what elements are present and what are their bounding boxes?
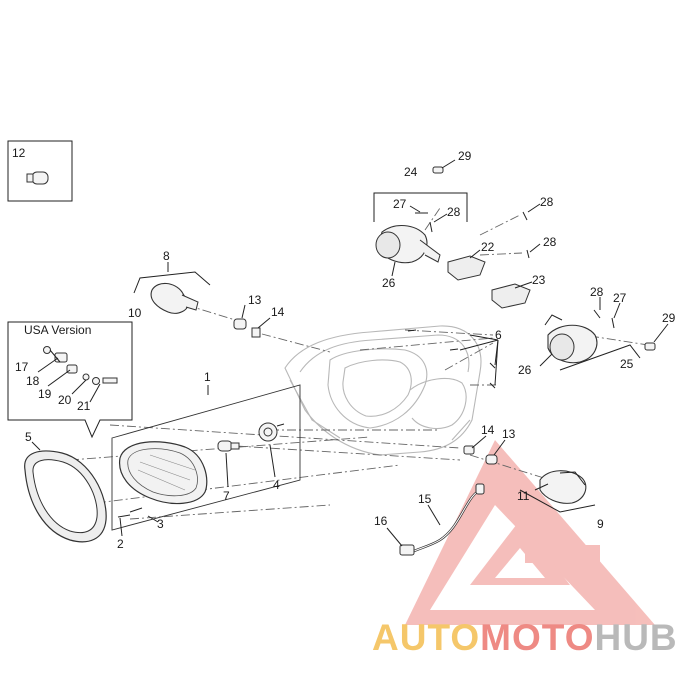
- leader-lines: [31, 159, 669, 547]
- rear-lamp-right: [544, 314, 598, 364]
- watermark-logo: [405, 440, 655, 625]
- callout-18: 18: [26, 374, 40, 388]
- screws-28-right: [522, 211, 615, 329]
- callout-3: 3: [157, 517, 164, 531]
- callout-14-right: 14: [481, 423, 495, 437]
- callout-4: 4: [273, 478, 280, 492]
- watermark-auto: AUTO: [372, 617, 480, 658]
- bulb-socket-4: [258, 422, 285, 442]
- callout-26-top: 26: [382, 276, 396, 290]
- usa-version-box: [7, 321, 133, 439]
- usa-version-label: USA Version: [24, 323, 91, 337]
- bracket-25: [559, 344, 641, 371]
- watermark-text: AUTOMOTOHUB: [372, 617, 678, 658]
- callout-27-right: 27: [613, 291, 627, 305]
- callout-16: 16: [374, 514, 388, 528]
- left-turn-signal: [150, 282, 199, 314]
- callout-1: 1: [204, 370, 211, 384]
- callout-19: 19: [38, 387, 52, 401]
- usa-reflector-parts: [43, 346, 118, 385]
- callout-7: 7: [223, 489, 230, 503]
- callout-28-right-b: 28: [543, 235, 557, 249]
- watermark-hub: HUB: [594, 617, 677, 658]
- callout-5: 5: [25, 430, 32, 444]
- callout-14-left: 14: [271, 305, 285, 319]
- bulb-icon: [26, 171, 49, 185]
- right-turn-signal: [539, 470, 587, 504]
- screw-2-3: [117, 507, 143, 518]
- callout-29-right: 29: [662, 311, 676, 325]
- callout-numbers: 12 8 10 13 14 USA Version 17 18 19 20 21…: [12, 146, 676, 551]
- callout-23: 23: [532, 273, 546, 287]
- connector-23: [491, 283, 531, 309]
- callout-27-top: 27: [393, 197, 407, 211]
- screw-27-28-top: [415, 166, 444, 233]
- callout-22: 22: [481, 240, 495, 254]
- callout-13-right: 13: [502, 427, 516, 441]
- assembly-lines: [69, 207, 649, 520]
- headlight-assembly: [111, 384, 301, 531]
- callout-17: 17: [15, 360, 29, 374]
- grommet-13-14-left: [233, 318, 261, 338]
- callout-28-top: 28: [447, 205, 461, 219]
- wiring-harness: [399, 483, 485, 556]
- callout-13-left: 13: [248, 293, 262, 307]
- callout-2: 2: [117, 537, 124, 551]
- callout-15: 15: [418, 492, 432, 506]
- bracket-24: [373, 192, 468, 222]
- callout-10: 10: [128, 306, 142, 320]
- watermark-moto: MOTO: [480, 617, 594, 658]
- callout-8: 8: [163, 249, 170, 263]
- bulb-7: [217, 440, 240, 452]
- callout-28-right-c: 28: [590, 285, 604, 299]
- callout-12: 12: [12, 146, 26, 160]
- callout-11: 11: [517, 489, 530, 503]
- callout-20: 20: [58, 393, 72, 407]
- screws-6: [407, 329, 496, 389]
- bracket-8: [133, 271, 211, 294]
- rear-lamp-left: [375, 225, 441, 264]
- callout-6: 6: [495, 328, 502, 342]
- connector-22: [447, 255, 486, 281]
- callout-26-right: 26: [518, 363, 532, 377]
- callout-24: 24: [404, 165, 418, 179]
- headlight-trim-ring: [24, 450, 107, 543]
- bulb-kit-box: [7, 140, 73, 202]
- callout-25: 25: [620, 357, 634, 371]
- callout-9: 9: [597, 517, 604, 531]
- callout-28-right-a: 28: [540, 195, 554, 209]
- bulb-29-right: [644, 342, 656, 351]
- callout-29-top: 29: [458, 149, 472, 163]
- scooter-front-shield-outline: [284, 325, 482, 456]
- grommet-13-14-right: [463, 445, 498, 465]
- bracket-9: [519, 489, 596, 513]
- callout-21: 21: [77, 399, 91, 413]
